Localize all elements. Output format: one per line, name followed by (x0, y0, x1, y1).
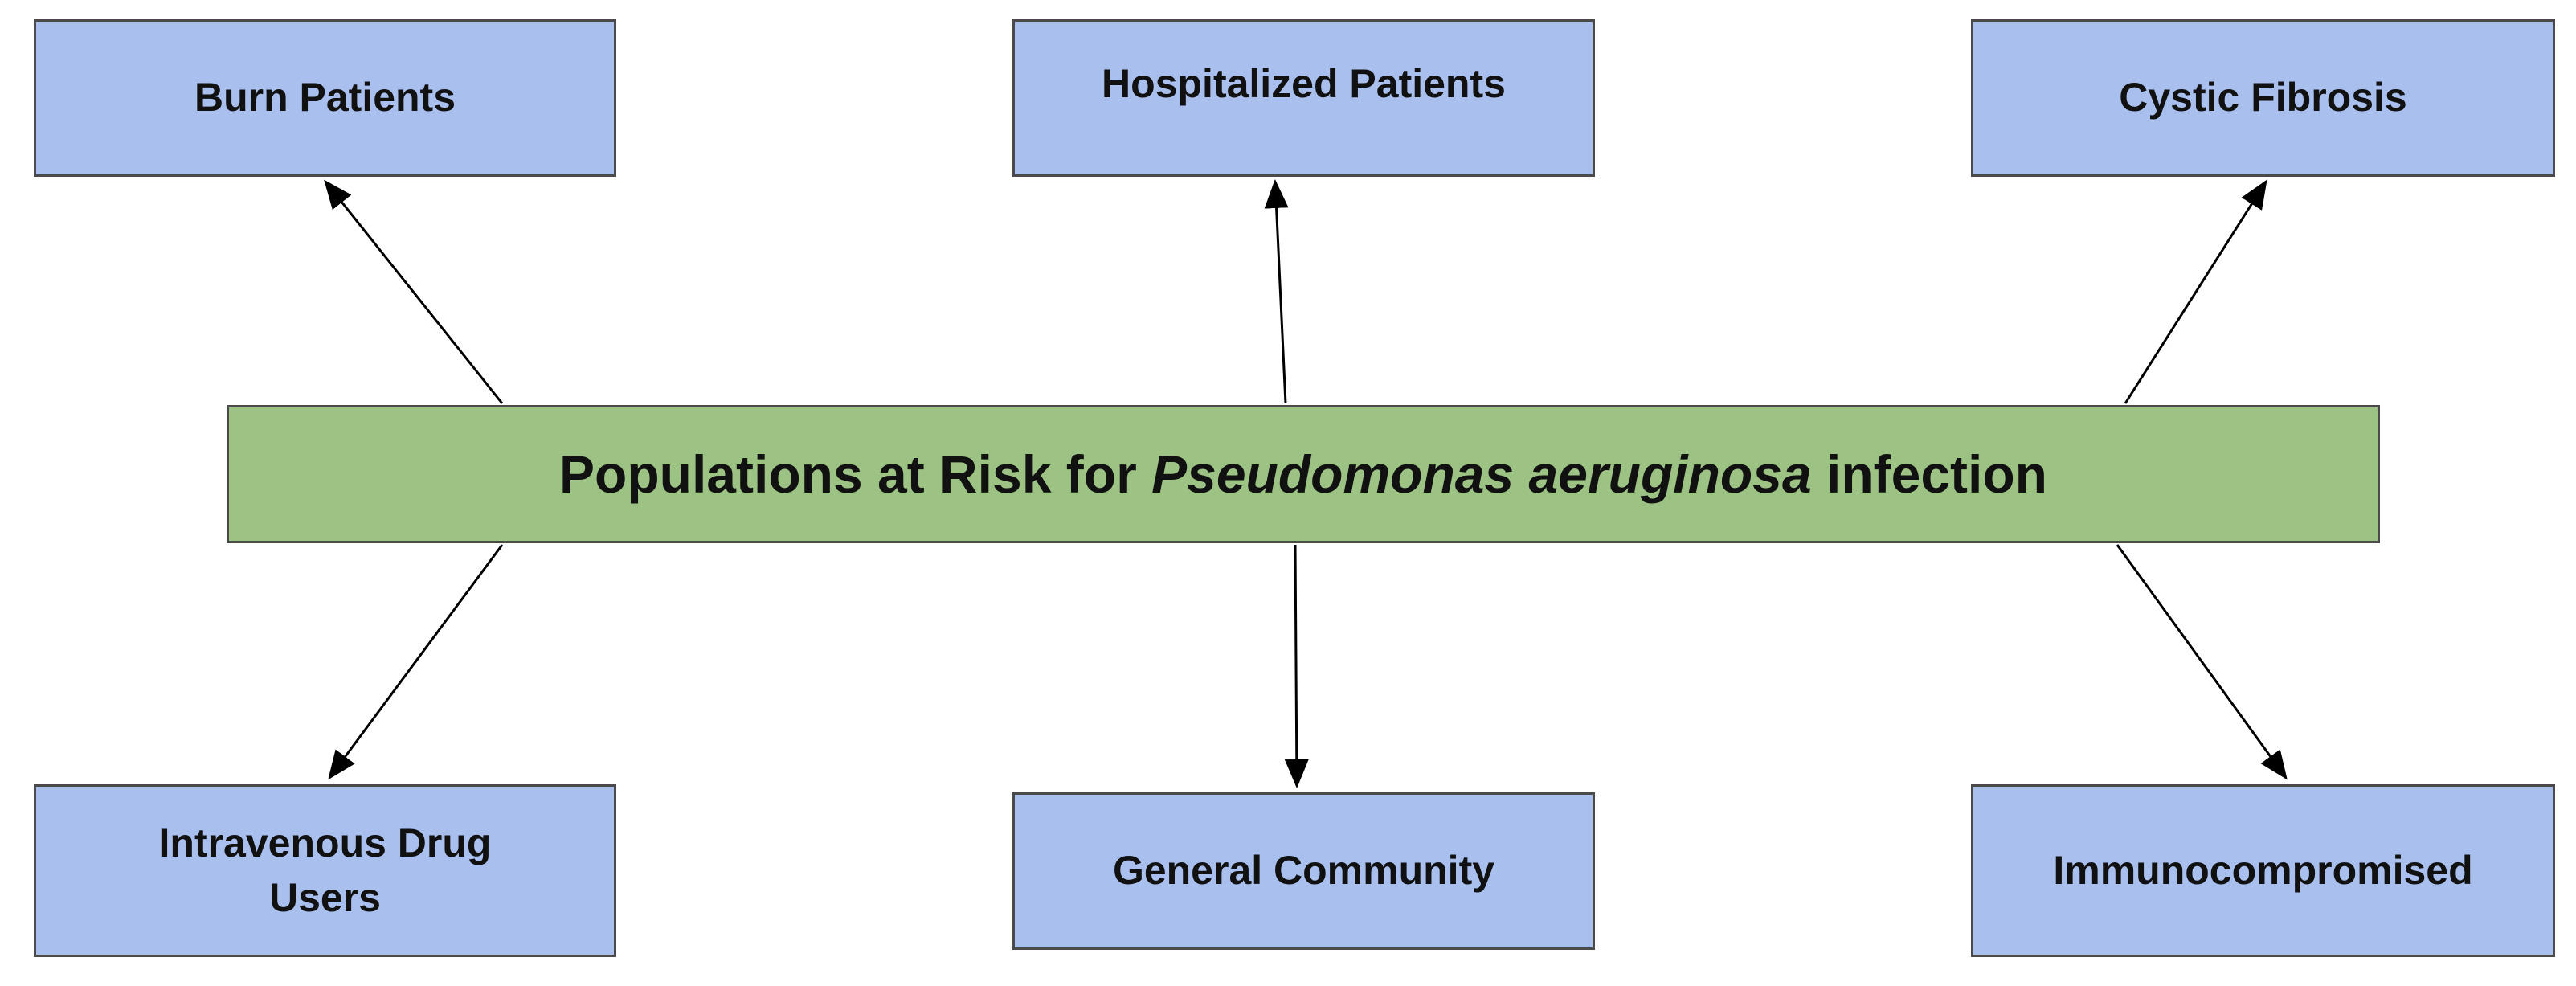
arrow-to-general-community (1284, 544, 1309, 788)
arrow-to-iv-drug-users (328, 544, 504, 780)
arrow-to-hospitalized-patients (1264, 179, 1289, 404)
arrow-to-cystic-fibrosis (2124, 179, 2267, 404)
node-immunocompromised-label: Immunocompromised (2053, 847, 2473, 893)
node-burn-patients-label: Burn Patients (194, 75, 456, 121)
node-general-community-label: General Community (1112, 848, 1495, 894)
node-cystic-fibrosis: Cystic Fibrosis (1971, 19, 2555, 177)
node-intravenous-drug-users: Intravenous Drug Users (34, 784, 616, 957)
node-immunocompromised: Immunocompromised (1971, 784, 2555, 957)
node-burn-patients: Burn Patients (34, 19, 616, 177)
node-hospitalized-patients-label: Hospitalized Patients (1102, 61, 1506, 106)
center-topic-organism: Pseudomonas aeruginosa (1151, 444, 1812, 504)
center-topic-suffix: infection (1826, 444, 2047, 504)
node-general-community: General Community (1012, 792, 1595, 950)
center-topic-prefix: Populations at Risk for (559, 444, 1137, 504)
node-intravenous-drug-users-label: Intravenous Drug Users (158, 820, 492, 920)
arrow-to-burn-patients (324, 179, 504, 404)
node-hospitalized-patients: Hospitalized Patients (1012, 19, 1595, 177)
arrow-to-immunocompromised (2116, 544, 2288, 780)
center-topic-box: Populations at Risk for Pseudomonas aeru… (227, 405, 2380, 543)
node-cystic-fibrosis-label: Cystic Fibrosis (2119, 75, 2407, 121)
